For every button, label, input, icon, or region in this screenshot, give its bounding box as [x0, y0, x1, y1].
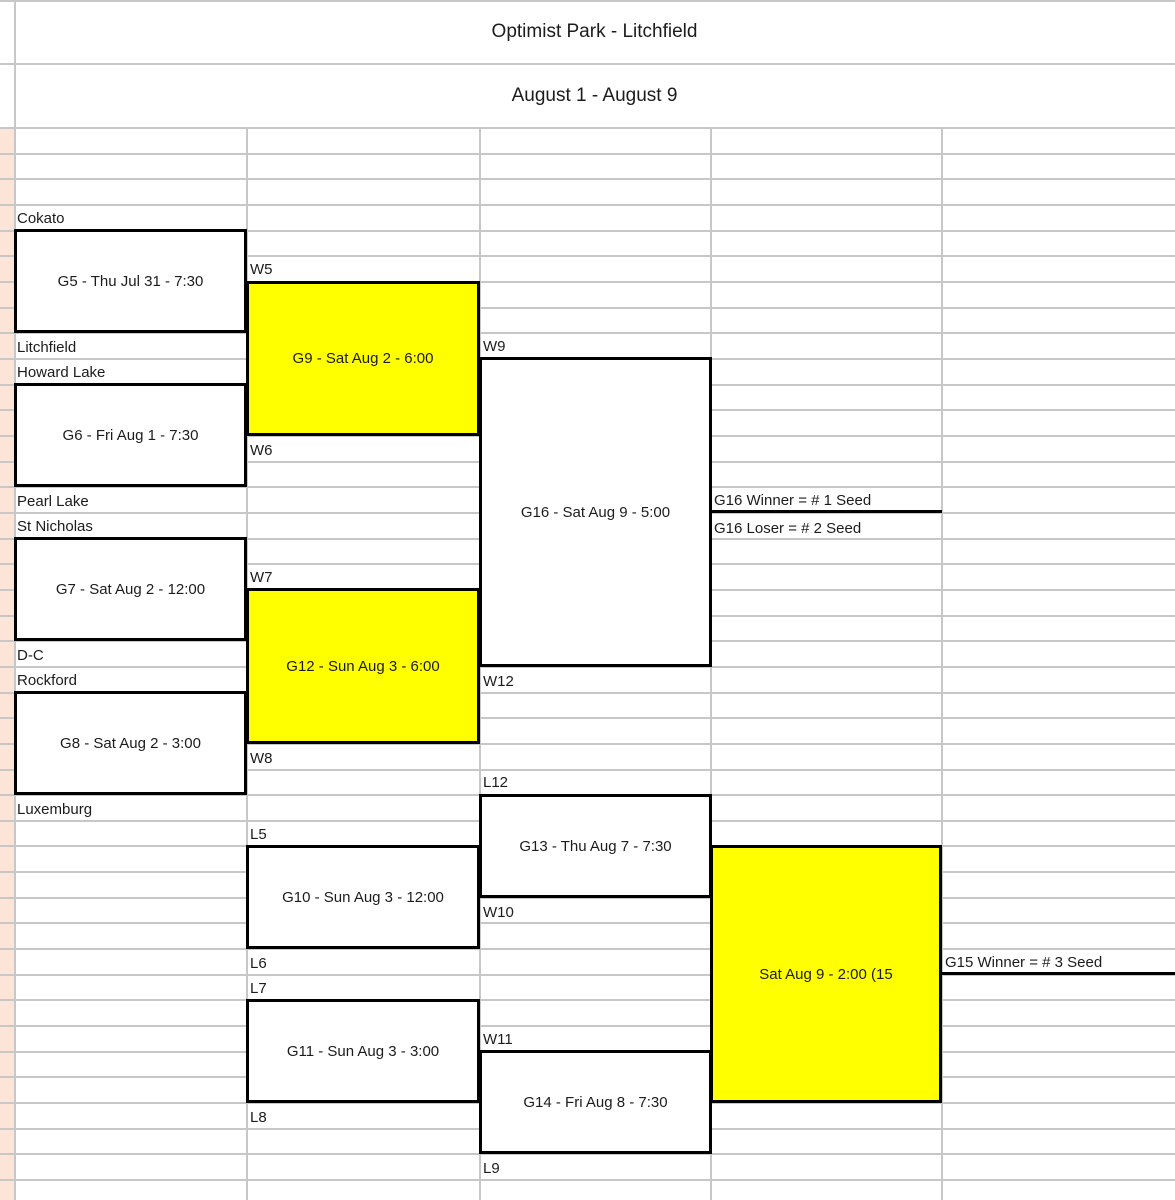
- slot-label-w10: W10: [483, 904, 514, 921]
- game-box-g7: G7 - Sat Aug 2 - 12:00: [14, 537, 247, 641]
- gridline-vertical: [941, 127, 943, 1200]
- slot-label-l5: L5: [250, 826, 267, 843]
- slot-label-l9: L9: [483, 1160, 500, 1177]
- game-box-g10: G10 - Sun Aug 3 - 12:00: [246, 845, 480, 949]
- gridline-horizontal: [0, 127, 1175, 129]
- slot-label-l7: L7: [250, 980, 267, 997]
- slot-label-w9: W9: [483, 338, 506, 355]
- slot-label-w11: W11: [483, 1031, 513, 1048]
- gridline-horizontal: [0, 692, 1175, 694]
- gridline-horizontal: [0, 281, 1175, 283]
- seed-label-g16-loser: G16 Loser = # 2 Seed: [714, 520, 862, 537]
- slot-label-l12: L12: [483, 774, 509, 791]
- gridline-horizontal: [0, 922, 1175, 924]
- gridline-horizontal: [0, 666, 1175, 668]
- gridline-horizontal: [0, 178, 1175, 180]
- gridline-horizontal: [0, 204, 1175, 206]
- team-label-luxemburg: Luxemburg: [17, 801, 93, 818]
- slot-label-w8: W8: [250, 750, 273, 767]
- game-box-g5: G5 - Thu Jul 31 - 7:30: [14, 229, 247, 333]
- team-label-st-nicholas: St Nicholas: [17, 518, 93, 535]
- gridline-horizontal: [0, 307, 1175, 309]
- left-accent-strip: [0, 127, 14, 1200]
- gridline-horizontal: [0, 153, 1175, 155]
- slot-label-w12: W12: [483, 673, 514, 690]
- seed-label-g15-winner: G15 Winner = # 3 Seed: [945, 954, 1103, 971]
- gridline-horizontal: [0, 1179, 1175, 1181]
- game-box-g15: Sat Aug 9 - 2:00 (15: [710, 845, 942, 1103]
- game-box-g8: G8 - Sat Aug 2 - 3:00: [14, 691, 247, 795]
- gridline-horizontal: [0, 1025, 1175, 1027]
- slot-label-w5: W5: [250, 261, 273, 278]
- gridline-horizontal: [0, 948, 1175, 950]
- game-box-g11: G11 - Sun Aug 3 - 3:00: [246, 999, 480, 1103]
- gridline-horizontal: [0, 974, 1175, 976]
- game-box-g6: G6 - Fri Aug 1 - 7:30: [14, 383, 247, 487]
- gridline-horizontal: [0, 743, 1175, 745]
- team-label-dc: D-C: [17, 647, 44, 664]
- team-label-howard-lake: Howard Lake: [17, 364, 106, 381]
- gridline-horizontal: [0, 255, 1175, 257]
- g16-winner-line: [710, 510, 942, 513]
- team-label-pearl-lake: Pearl Lake: [17, 493, 89, 510]
- slot-label-l6: L6: [250, 955, 267, 972]
- team-label-litchfield: Litchfield: [17, 339, 77, 356]
- gridline-horizontal: [0, 1153, 1175, 1155]
- slot-label-w6: W6: [250, 442, 273, 459]
- slot-label-w7: W7: [250, 569, 273, 586]
- gridline-horizontal: [0, 230, 1175, 232]
- gridline-horizontal: [0, 63, 1175, 65]
- gridline-horizontal: [0, 999, 1175, 1001]
- game-box-g14: G14 - Fri Aug 8 - 7:30: [479, 1050, 712, 1154]
- slot-label-l8: L8: [250, 1109, 267, 1126]
- game-box-g9: G9 - Sat Aug 2 - 6:00: [246, 281, 480, 436]
- gridline-vertical: [14, 0, 16, 127]
- team-label-rockford: Rockford: [17, 672, 78, 689]
- page-subtitle: August 1 - August 9: [511, 84, 678, 106]
- game-box-g16: G16 - Sat Aug 9 - 5:00: [479, 357, 712, 667]
- gridline-horizontal: [0, 332, 1175, 334]
- page-title: Optimist Park - Litchfield: [491, 20, 698, 42]
- team-label-cokato: Cokato: [17, 210, 65, 227]
- game-box-g12: G12 - Sun Aug 3 - 6:00: [246, 588, 480, 744]
- game-box-g13: G13 - Thu Aug 7 - 7:30: [479, 794, 712, 898]
- g15-winner-line: [940, 972, 1175, 975]
- gridline-horizontal: [0, 717, 1175, 719]
- seed-label-g16-winner: G16 Winner = # 1 Seed: [714, 492, 872, 509]
- gridline-vertical: [14, 127, 16, 1200]
- gridline-horizontal: [0, 897, 1175, 899]
- gridline-horizontal: [0, 769, 1175, 771]
- gridline-horizontal: [0, 0, 1175, 2]
